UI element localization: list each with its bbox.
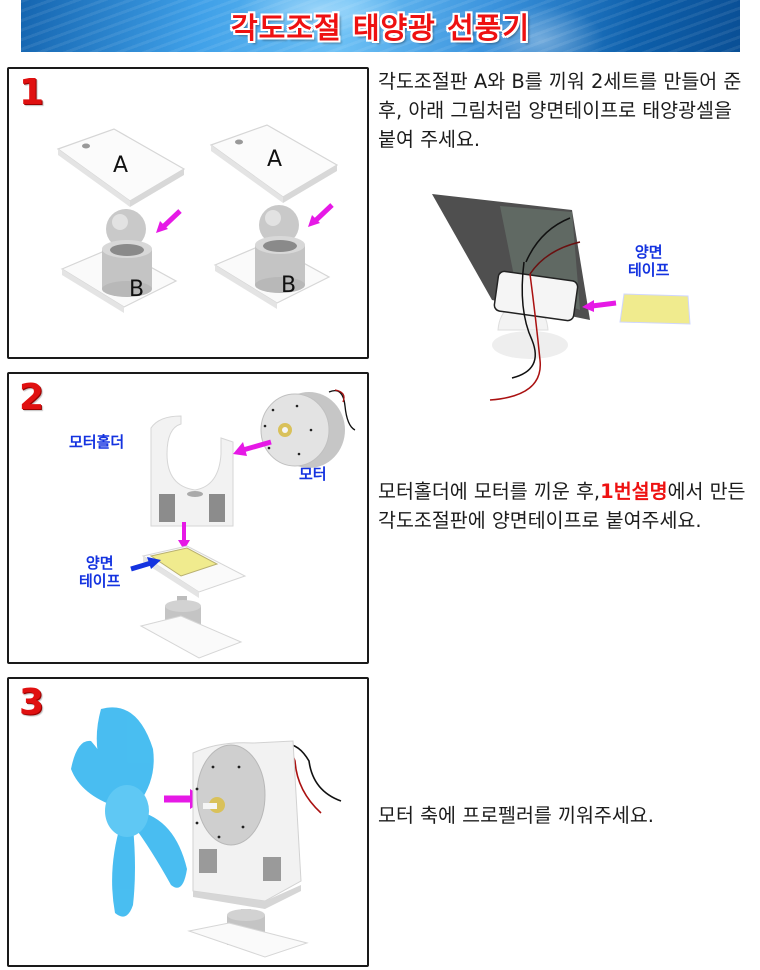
step-2-number: 2 <box>19 377 45 418</box>
angle-plate-with-tape-illustration <box>139 545 247 659</box>
page-title: 각도조절 태양광 선풍기 <box>231 11 530 45</box>
motor-insert-arrow-icon <box>233 439 272 456</box>
tape-pointer-arrow-icon <box>130 557 161 572</box>
motor-holder-label: 모터홀더 <box>69 433 125 451</box>
part-a-label-set-2: A <box>267 147 283 172</box>
step-1-instruction: 각도조절판 A와 B를 끼워 2세트를 만들어 준 후, 아래 그림처럼 양면테… <box>378 70 742 151</box>
step-1-number: 1 <box>19 72 45 113</box>
part-b-label-set-2: B <box>281 273 297 298</box>
motor-illustration <box>260 389 356 468</box>
insert-arrow-icon <box>156 209 182 233</box>
step-2-instruction: 모터홀더에 모터를 끼운 후,1번설명에서 만든 각도조절판에 양면테이프로 붙… <box>378 480 746 532</box>
angle-plate-set-1-illustration <box>56 128 186 313</box>
propeller-illustration <box>71 707 187 917</box>
step-1-reference: 1번설명 <box>600 480 668 503</box>
solar-tape-label: 양면 테이프 <box>628 243 670 279</box>
insert-arrow-icon <box>308 203 334 227</box>
part-a-label-set-1: A <box>113 153 129 178</box>
step-2-box: 2 모터홀더 모터 <box>7 372 369 664</box>
down-arrow-icon <box>178 522 190 550</box>
title-banner: 각도조절 태양광 선풍기 <box>21 0 740 52</box>
step-3-number: 3 <box>19 682 45 723</box>
angle-plate-set-2-illustration <box>209 124 339 309</box>
assembled-motor-illustration <box>187 740 342 958</box>
motor-label: 모터 <box>299 465 327 483</box>
step-3-box: 3 <box>7 677 369 967</box>
solar-panel-illustration <box>432 194 691 401</box>
tape-label: 양면 테이프 <box>79 554 121 590</box>
motor-holder-illustration <box>150 415 234 527</box>
step-3-instruction: 모터 축에 프로펠러를 끼워주세요. <box>378 804 654 827</box>
part-b-label-set-1: B <box>129 277 145 302</box>
step-1-box: 1 A B A B <box>7 67 369 359</box>
